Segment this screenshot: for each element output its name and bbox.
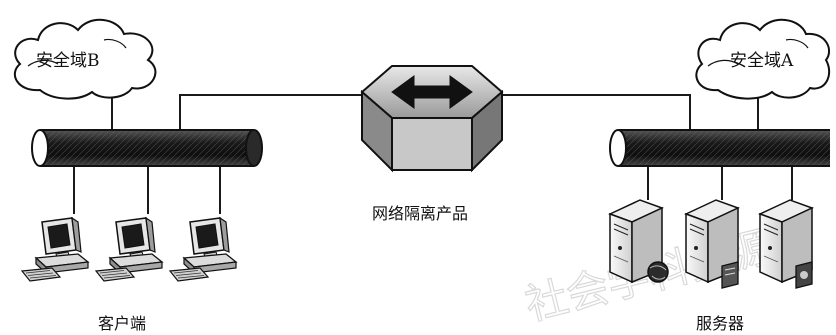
link-gateway-to-right-bus — [494, 94, 691, 130]
cloud-icon — [695, 18, 831, 100]
desktop-computer-icon — [21, 217, 89, 282]
link-left-bus-to-gateway — [179, 94, 370, 130]
zone-b-label: 安全域B — [36, 51, 100, 71]
cloud-icon — [13, 18, 157, 100]
server-label: 服务器 — [696, 314, 744, 333]
isolation-product-device: 网络隔离产品 — [360, 65, 504, 223]
zone-a-label: 安全域A — [730, 51, 794, 71]
security-zone-b-cloud: 安全域B — [13, 18, 157, 100]
isolation-product-label: 网络隔离产品 — [372, 204, 468, 223]
bidirectional-arrow-icon — [391, 75, 473, 109]
right-network-bus — [609, 129, 830, 167]
client-group: 客户端 — [21, 217, 237, 333]
client-label: 客户端 — [98, 314, 146, 333]
network-links — [73, 92, 793, 214]
desktop-computer-icon — [169, 217, 237, 282]
desktop-computer-icon — [95, 217, 163, 282]
security-zone-a-cloud: 安全域A — [695, 18, 831, 100]
left-network-bus — [31, 129, 263, 167]
document-icon — [721, 261, 739, 289]
server-group: 服务器 — [609, 199, 813, 333]
